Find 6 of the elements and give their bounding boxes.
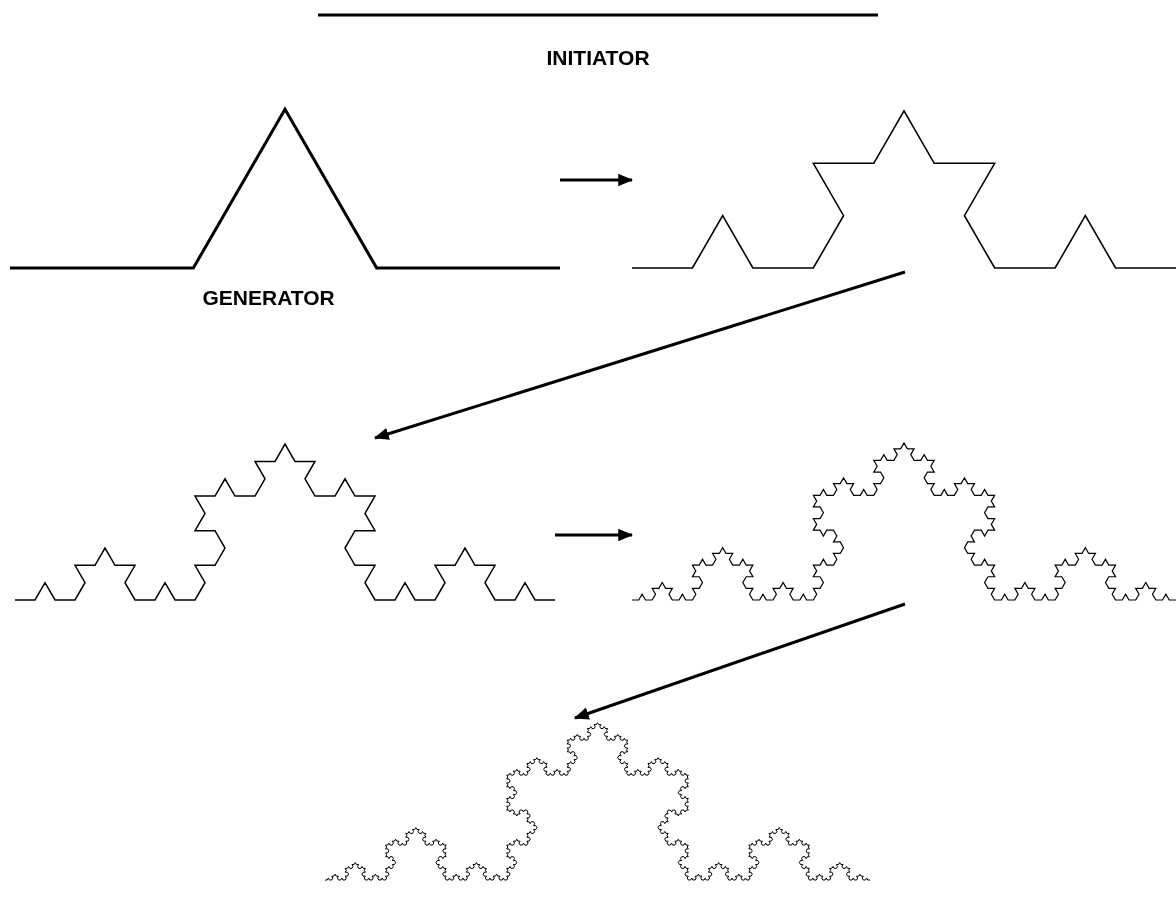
- curve-label: INITIATOR: [546, 46, 650, 70]
- arrow: [573, 602, 906, 720]
- curve-label: GENERATOR: [202, 286, 335, 310]
- arrow: [373, 270, 906, 440]
- arrow: [560, 173, 634, 187]
- arrow: [555, 528, 634, 542]
